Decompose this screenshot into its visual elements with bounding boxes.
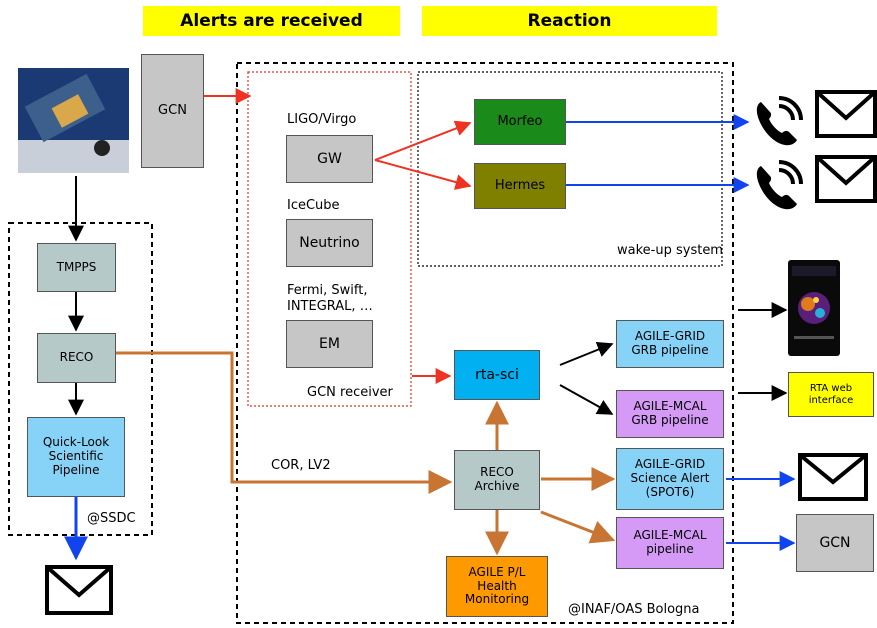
arrow-gw-morfeo xyxy=(374,120,472,161)
inaf-container xyxy=(236,62,734,624)
inaf-label: @INAF/OAS Bologna xyxy=(568,602,700,617)
mcal-pipeline-box: AGILE-MCAL pipeline xyxy=(616,517,724,569)
fermi-label-2: INTEGRAL, … xyxy=(287,299,373,314)
wakeup-container xyxy=(417,71,723,267)
arrow-rtasci-mcalgrb xyxy=(559,384,614,415)
wakeup-label: wake-up system xyxy=(617,243,723,258)
quicklook-box: Quick-Look Scientific Pipeline xyxy=(27,417,125,497)
gw-box: GW xyxy=(286,135,373,183)
arrow-reco-archive xyxy=(116,351,453,494)
phone-icon xyxy=(756,160,803,210)
gcn-receiver-label: GCN receiver xyxy=(307,385,393,400)
satellite-icon xyxy=(18,68,129,173)
alerts-received-header: Alerts are received xyxy=(143,6,400,36)
ssdc-label: @SSDC xyxy=(87,511,136,526)
gcn-receiver-container xyxy=(247,71,412,407)
ssdc-container xyxy=(8,222,153,536)
icecube-label: IceCube xyxy=(287,198,340,213)
grid-grb-box: AGILE-GRID GRB pipeline xyxy=(616,320,724,368)
envelope-icon xyxy=(45,565,113,615)
reco-box: RECO xyxy=(37,333,116,383)
cor-lv2-label: COR, LV2 xyxy=(271,458,331,473)
arrow-rtasci-gridgrb xyxy=(559,341,614,366)
smartphone-app-icon xyxy=(788,260,840,356)
gcn-output-box: GCN xyxy=(796,514,874,572)
neutrino-box: Neutrino xyxy=(286,219,373,267)
morfeo-box: Morfeo xyxy=(474,99,566,145)
fermi-label-1: Fermi, Swift, xyxy=(287,283,368,298)
em-box: EM xyxy=(286,320,373,368)
phone-icon xyxy=(756,96,803,146)
tmpps-box: TMPPS xyxy=(37,243,116,292)
envelope-icon xyxy=(815,155,877,203)
rta-sci-box: rta-sci xyxy=(454,350,540,400)
gcn-source-box: GCN xyxy=(141,54,204,168)
reaction-header: Reaction xyxy=(422,6,717,36)
arrow-gw-hermes xyxy=(374,159,472,190)
envelope-icon xyxy=(798,453,868,501)
envelope-icon xyxy=(815,90,877,138)
hermes-box: Hermes xyxy=(474,163,566,209)
ligo-label: LIGO/Virgo xyxy=(287,112,357,127)
health-monitoring-box: AGILE P/L Health Monitoring xyxy=(446,556,548,617)
mcal-grb-box: AGILE-MCAL GRB pipeline xyxy=(616,390,724,438)
reco-archive-box: RECO Archive xyxy=(454,450,540,510)
arrow-archive-mcal xyxy=(540,510,616,544)
grid-spot6-box: AGILE-GRID Science Alert (SPOT6) xyxy=(616,448,724,510)
rta-web-box: RTA web interface xyxy=(788,372,874,417)
